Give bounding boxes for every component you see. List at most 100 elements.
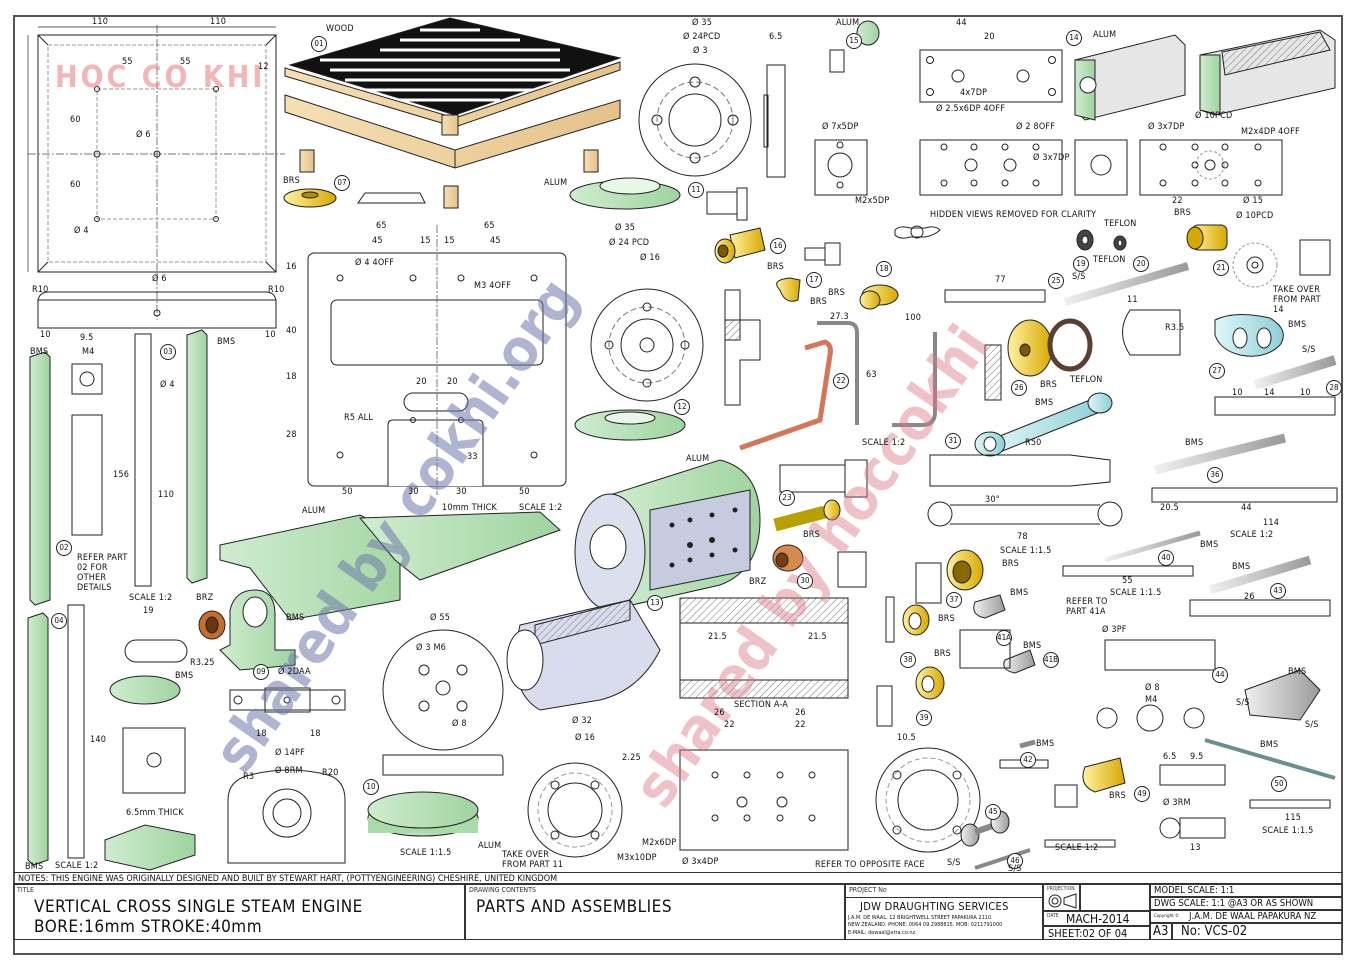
label-brz-30: BRZ <box>749 577 767 587</box>
balloon-17: 17 <box>806 272 822 288</box>
dim-base-60-a: 60 <box>70 115 81 125</box>
note-refer-face: REFER TO OPPOSITE FACE <box>815 860 925 870</box>
part-49-clevis <box>1082 757 1126 793</box>
sheet-number: SHEET:02 OF 04 <box>1048 927 1128 940</box>
balloon-45: 45 <box>985 804 1001 820</box>
part-27-fork <box>1122 309 1284 357</box>
balloon-13: 13 <box>647 595 663 611</box>
part-13-end-view <box>527 762 623 858</box>
part-10-disc-drawing <box>382 629 504 776</box>
dim-plate-18: 18 <box>286 372 297 382</box>
part-03-bar <box>134 329 208 587</box>
part-46-rod <box>974 848 1031 870</box>
drawing-contents: PARTS AND ASSEMBLIES <box>476 897 673 917</box>
label-bms-40: BMS <box>1200 540 1219 550</box>
label-bms-42: BMS <box>1036 739 1055 749</box>
dim-p12-35: Ø 35 <box>615 223 636 233</box>
projection-cell: PROJECTION <box>1043 884 1080 911</box>
dim-plate-30-b: 30 <box>456 487 467 497</box>
label-ss-44a: S/S <box>1236 698 1250 708</box>
dim-p13-3x4: Ø 3x4DP <box>682 857 719 867</box>
balloon-30: 30 <box>797 573 813 589</box>
dim-p09-18a: 18 <box>256 729 267 739</box>
balloon-22: 22 <box>833 373 849 389</box>
dim-p09-r325: R3.25 <box>190 658 215 668</box>
part-43-pin <box>1208 555 1312 595</box>
dim-p14-7x5: Ø 7x5DP <box>822 122 859 132</box>
dwg-scale: DWG SCALE: 1:1 @A3 OR AS SHOWN <box>1154 898 1314 909</box>
part-04-bar <box>27 604 85 866</box>
balloon-46: 46 <box>1007 853 1023 869</box>
dim-p08-8rm: Ø 8RM <box>275 766 303 776</box>
note-section-aa: SECTION A-A <box>734 700 789 710</box>
model-scale: MODEL SCALE: 1:1 <box>1154 885 1235 896</box>
label-teflon-19: TEFLON <box>1104 219 1137 229</box>
label-ss-44b: S/S <box>1305 720 1319 730</box>
dim-p10-m6: Ø 3 M6 <box>416 643 447 653</box>
dim-p11-35: Ø 35 <box>692 18 713 28</box>
label-brs-23: BRS <box>803 530 820 540</box>
balloon-39: 39 <box>916 710 932 726</box>
part-17 <box>776 277 801 302</box>
label-bms-44: BMS <box>1288 667 1307 677</box>
label-alum-plate: ALUM <box>302 506 326 516</box>
balloon-49: 49 <box>1134 786 1150 802</box>
dim-plate-15-a: 15 <box>420 236 431 246</box>
balloon-41b: 41B <box>1043 652 1059 668</box>
dim-plate-16: 16 <box>286 262 297 272</box>
note-scale-10: SCALE 1:1.5 <box>400 848 452 858</box>
balloon-21: 21 <box>1213 260 1229 276</box>
balloon-27: 27 <box>1209 363 1225 379</box>
part-26-piston <box>984 318 1093 401</box>
drawing-subtitle: BORE:16mm STROKE:40mm <box>34 917 263 937</box>
dim-p14-44: 44 <box>956 18 967 28</box>
balloon-36: 36 <box>1207 467 1223 483</box>
dim-base-d6-side: Ø 6 <box>152 274 167 284</box>
contents-caption: DRAWING CONTENTS <box>469 886 536 894</box>
dim-p49-3rm: Ø 3RM <box>1163 798 1191 808</box>
dwg-scale-cell: DWG SCALE: 1:1 @A3 OR AS SHOWN <box>1150 897 1343 910</box>
dim-p25-77: 77 <box>995 275 1006 285</box>
balloon-40: 40 <box>1158 550 1174 566</box>
dim-p13-16: Ø 16 <box>575 733 596 743</box>
dim-p02-m4: M4 <box>82 347 95 357</box>
part-14-iso <box>1074 29 1336 121</box>
label-alum-15: ALUM <box>836 18 860 28</box>
company-address-2: NEW ZEALAND. PHONE: 0064 09 2988815. MOB… <box>848 922 1003 928</box>
dim-plate-28: 28 <box>286 430 297 440</box>
label-ss-46: S/S <box>1008 864 1022 874</box>
balloon-09: 09 <box>253 664 269 680</box>
balloon-12: 12 <box>674 399 690 415</box>
balloon-18: 18 <box>876 261 892 277</box>
part-13-front-view <box>679 749 849 851</box>
dim-p09-2daa: Ø 2DAA <box>278 667 311 677</box>
dim-base-10-a: 10 <box>40 330 51 340</box>
dim-p03-d4: Ø 4 <box>160 380 175 390</box>
dim-p13-105: 10.5 <box>897 733 916 743</box>
dim-p11-3: Ø 3 <box>693 46 708 56</box>
balloon-15: 15 <box>846 33 862 49</box>
part-11-flange-drawing <box>638 63 786 178</box>
dim-p14-2x8: Ø 2 8OFF <box>1016 122 1056 132</box>
dim-plate-15-b: 15 <box>444 236 455 246</box>
dim-p21-15: Ø 15 <box>1243 196 1264 206</box>
note-scale-22: SCALE 1:2 <box>862 438 906 448</box>
dim-base-110-b: 110 <box>210 17 227 27</box>
dim-p09-19: 19 <box>143 606 154 616</box>
part-31-conrod <box>927 392 1123 527</box>
label-brs-07: BRS <box>283 176 300 186</box>
balloon-31: 31 <box>945 433 961 449</box>
base-plate-drawing <box>307 225 567 495</box>
part-28-pin <box>1253 355 1337 390</box>
balloon-16: 16 <box>770 238 786 254</box>
dim-p12-pcd: Ø 24 PCD <box>609 238 650 248</box>
dim-plate-50-a: 50 <box>342 487 353 497</box>
dim-p50-115: 115 <box>1285 813 1302 823</box>
dim-p13-26b: 26 <box>795 708 806 718</box>
dim-p13-22b: 22 <box>795 720 806 730</box>
part-36-rod <box>1153 433 1287 475</box>
dim-p28-10b: 10 <box>1300 388 1311 398</box>
dim-base-d6: Ø 6 <box>136 130 151 140</box>
label-bms-41a: BMS <box>1010 588 1029 598</box>
